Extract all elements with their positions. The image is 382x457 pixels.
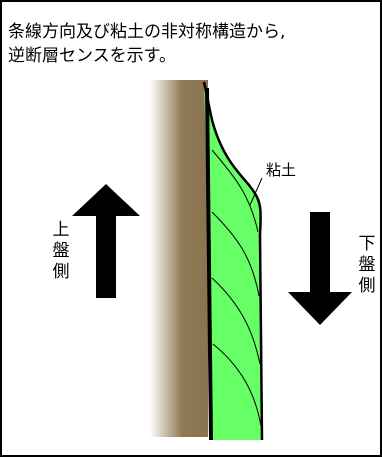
clay-label: 粘土 xyxy=(266,161,296,179)
hanging-wall-char-2: 盤 xyxy=(52,241,70,261)
clay-label-leader xyxy=(249,177,263,206)
rock-wall xyxy=(150,80,208,437)
hanging-wall-char-1: 上 xyxy=(52,220,70,240)
caption: 条線方向及び粘土の非対称構造から, 逆断層センスを示す。 xyxy=(8,20,378,68)
hanging-wall-char-3: 側 xyxy=(52,262,70,282)
clay-fabric-curves xyxy=(211,149,262,427)
caption-line-2: 逆断層センスを示す。 xyxy=(8,46,176,66)
fault-plane-line xyxy=(205,87,213,441)
hanging-wall-label: 上 盤 側 xyxy=(50,220,72,283)
footwall-char-3: 側 xyxy=(358,276,376,296)
down-arrow xyxy=(288,212,352,325)
clay-zone xyxy=(204,82,262,440)
footwall-char-2: 盤 xyxy=(358,255,376,275)
footwall-label: 下 盤 側 xyxy=(356,234,378,297)
up-arrow xyxy=(72,184,140,298)
footwall-char-1: 下 xyxy=(358,234,376,254)
clay-boundary xyxy=(202,81,264,441)
caption-line-1: 条線方向及び粘土の非対称構造から, xyxy=(8,22,286,42)
